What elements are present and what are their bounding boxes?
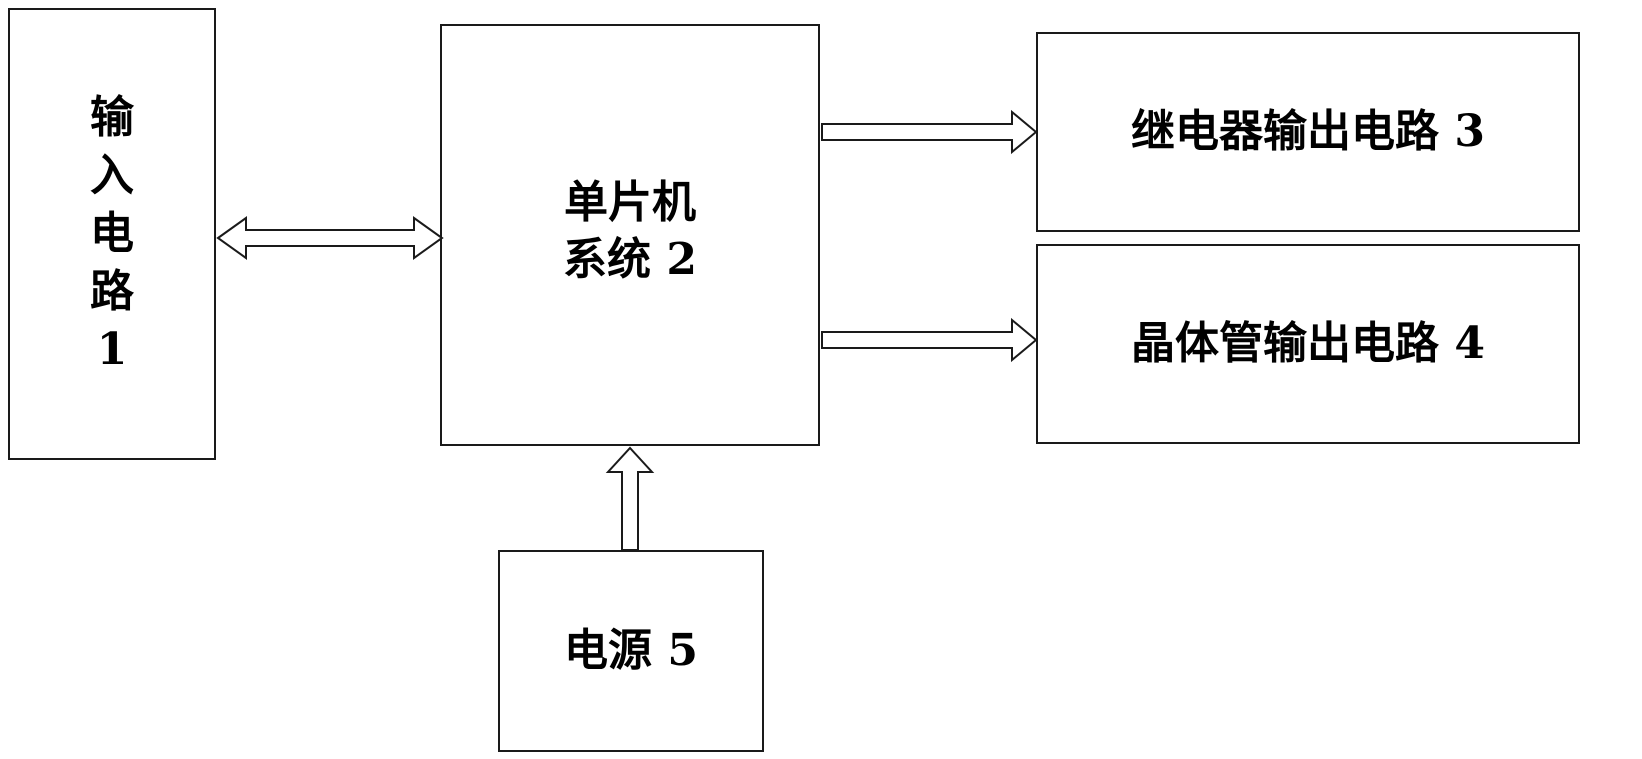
power-supply-block: 电源 5 — [498, 550, 764, 752]
input-circuit-block: 输入电路 1 — [8, 8, 216, 460]
mcu-system-block: 单片机 系统 2 — [440, 24, 820, 446]
power-supply-label: 电源 5 — [564, 622, 698, 679]
input-circuit-label: 输入电路 1 — [82, 89, 142, 379]
input-mcu-bidirectional-arrow — [218, 218, 442, 258]
transistor-output-block: 晶体管输出电路 4 — [1036, 244, 1580, 444]
mcu-transistor-arrow — [822, 320, 1036, 360]
relay-output-label: 继电器输出电路 3 — [1131, 103, 1485, 160]
relay-output-block: 继电器输出电路 3 — [1036, 32, 1580, 232]
mcu-system-label: 单片机 系统 2 — [563, 174, 697, 288]
transistor-output-label: 晶体管输出电路 4 — [1131, 315, 1485, 372]
power-mcu-arrow — [608, 448, 652, 550]
mcu-relay-arrow — [822, 112, 1036, 152]
